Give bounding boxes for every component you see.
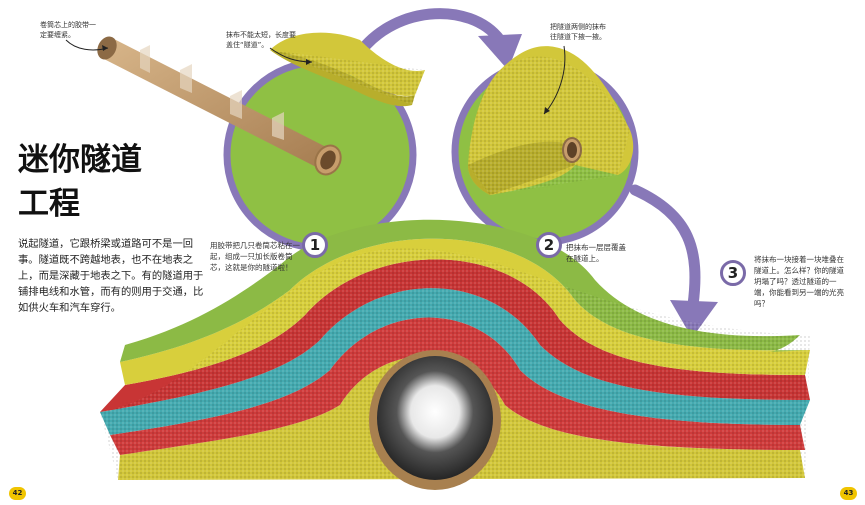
page-number-left: 42 [9,487,26,500]
sides-note: 把隧道两侧的抹布往隧道下掖一掖。 [550,23,606,41]
step-2-text: 把抹布一层层覆盖在隧道上。 [566,243,626,263]
step-1-badge: 1 [302,232,328,258]
page-number-right: 43 [840,487,857,500]
step-1-text: 用胶带把几只卷筒芯粘在一起，组成一只加长版卷筒芯，这就是你的隧道啦！ [210,241,300,272]
stacked-cloth-tunnel [100,219,810,490]
step-2-badge: 2 [536,232,562,258]
cardboard-tube [97,36,342,176]
tube-note-pointer [65,39,109,51]
intro-paragraph: 说起隧道，它跟桥梁或道路可不是一回事。隧道既不跨越地表，也不在地表之上，而是深藏… [18,238,204,314]
cloth-note: 抹布不能太短，长度要盖住“隧道”。 [226,31,296,49]
cloth-note-pointer [269,47,313,65]
title-line-1: 迷你隧道 [18,142,142,178]
step-3-text: 将抹布一块接着一块堆叠在隧道上。怎么样？你的隧道坍塌了吗？透过隧道的一端，你能看… [754,255,844,308]
page-title: 迷你隧道 工程 [18,138,142,226]
step-3-badge: 3 [720,260,746,286]
tube-note: 卷筒芯上的胶带一定要缠紧。 [40,21,96,39]
draped-cloth [468,46,634,195]
arrow-2-to-3 [629,184,718,338]
title-line-2: 工程 [18,186,80,222]
sides-note-pointer [543,45,566,115]
